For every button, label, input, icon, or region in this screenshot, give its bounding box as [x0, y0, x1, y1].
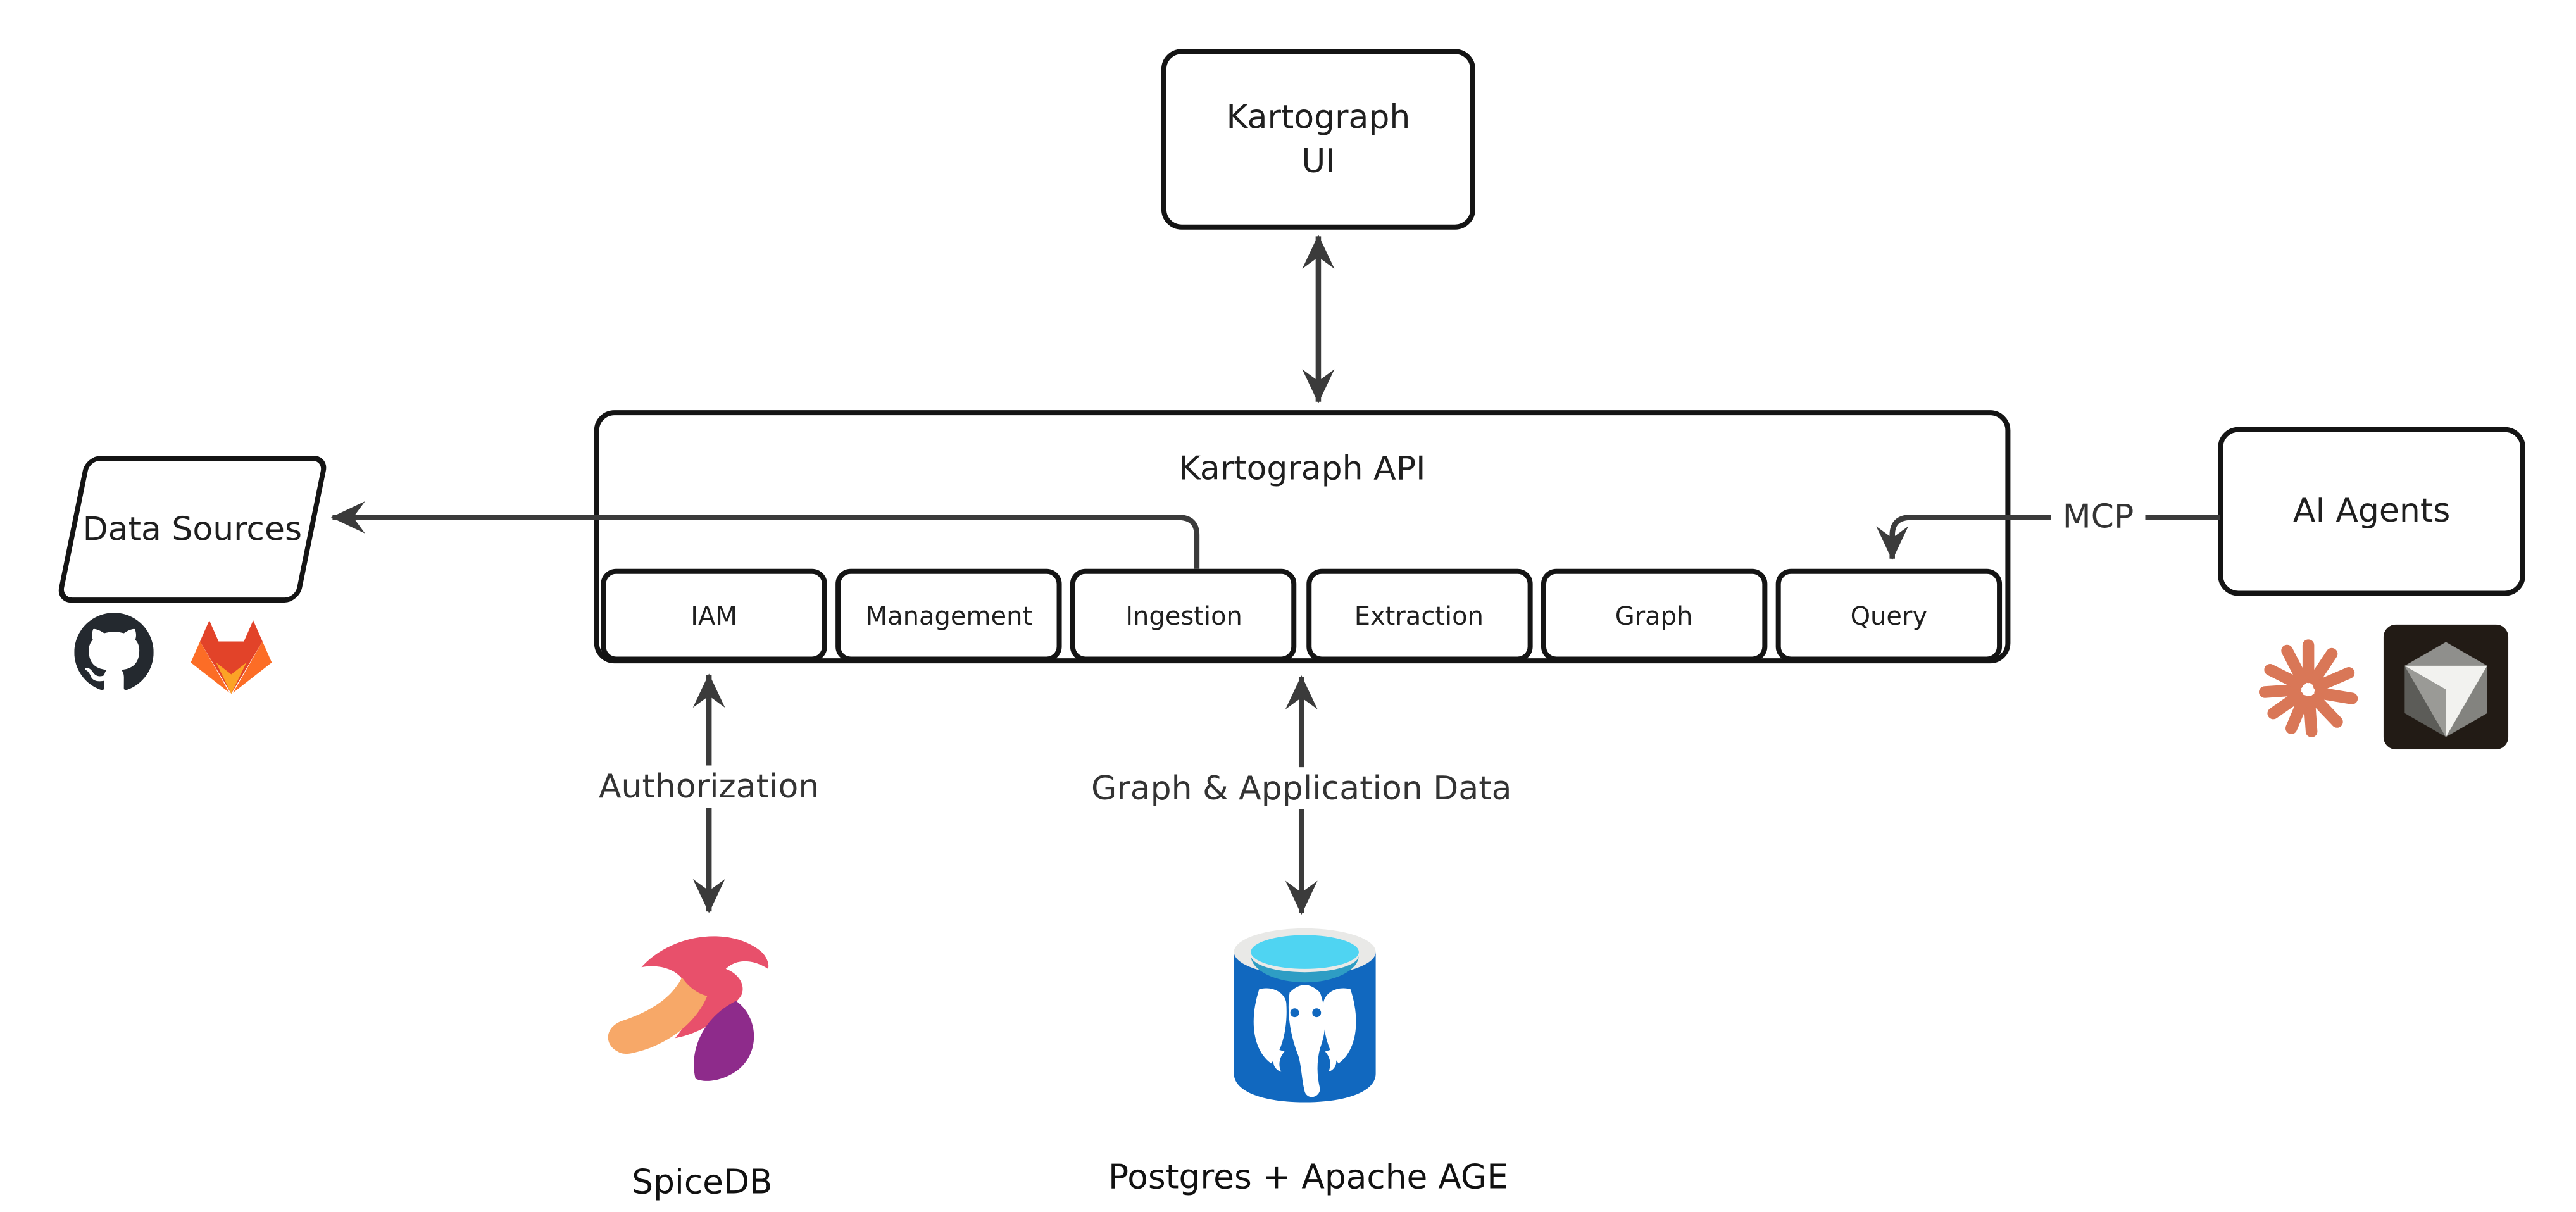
service-graph-label: Graph: [1615, 600, 1693, 631]
edge-label-graph-app-data: Graph & Application Data: [1079, 767, 1524, 809]
cursor-icon: [2383, 624, 2509, 750]
data-sources-label: Data Sources: [82, 509, 303, 549]
kartograph-ui-label-line1: Kartograph: [1226, 97, 1411, 137]
service-iam-label: IAM: [691, 600, 737, 631]
spicedb-logo: [608, 936, 769, 1081]
node-service-graph: Graph: [1541, 568, 1767, 662]
edge-label-mcp: MCP: [2051, 495, 2146, 538]
node-service-iam: IAM: [601, 568, 827, 662]
node-kartograph-ui: Kartograph UI: [1161, 49, 1475, 230]
ai-agents-label: AI Agents: [2292, 491, 2451, 530]
node-ai-agents: AI Agents: [2218, 427, 2525, 596]
service-query-label: Query: [1850, 600, 1928, 631]
node-service-management: Management: [835, 568, 1063, 662]
service-ingestion-label: Ingestion: [1125, 600, 1242, 631]
edge-label-authorization: Authorization: [587, 765, 831, 808]
spicedb-label: SpiceDB: [632, 1161, 773, 1202]
node-service-ingestion: Ingestion: [1070, 568, 1297, 662]
kartograph-ui-label-line2: UI: [1301, 141, 1335, 180]
kartograph-api-title: Kartograph API: [1179, 449, 1426, 488]
node-service-query: Query: [1775, 568, 2003, 662]
github-icon: [74, 613, 154, 690]
service-management-label: Management: [865, 600, 1033, 631]
node-service-extraction: Extraction: [1306, 568, 1532, 662]
gitlab-icon: [191, 620, 272, 694]
node-data-sources: Data Sources: [56, 456, 329, 603]
postgres-label: Postgres + Apache AGE: [1108, 1156, 1508, 1197]
postgres-logo: [1234, 928, 1376, 1103]
claude-icon: [2258, 639, 2358, 737]
service-extraction-label: Extraction: [1354, 600, 1484, 631]
